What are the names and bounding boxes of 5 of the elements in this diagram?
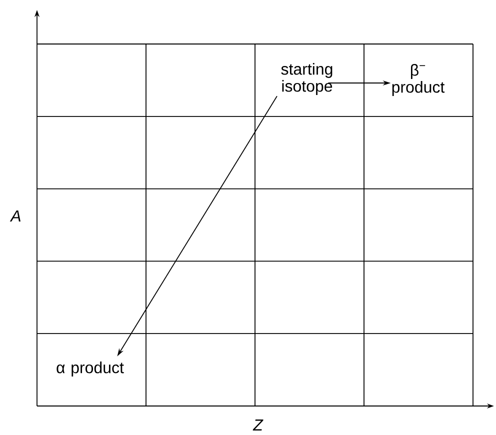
product-label: β$^{−}$ product	[392, 64, 445, 96]
axis-label: Z	[252, 419, 264, 430]
product-label: α product	[56, 362, 124, 376]
isotope-label: starting isotope	[281, 63, 332, 95]
axis-label: A	[10, 210, 20, 222]
